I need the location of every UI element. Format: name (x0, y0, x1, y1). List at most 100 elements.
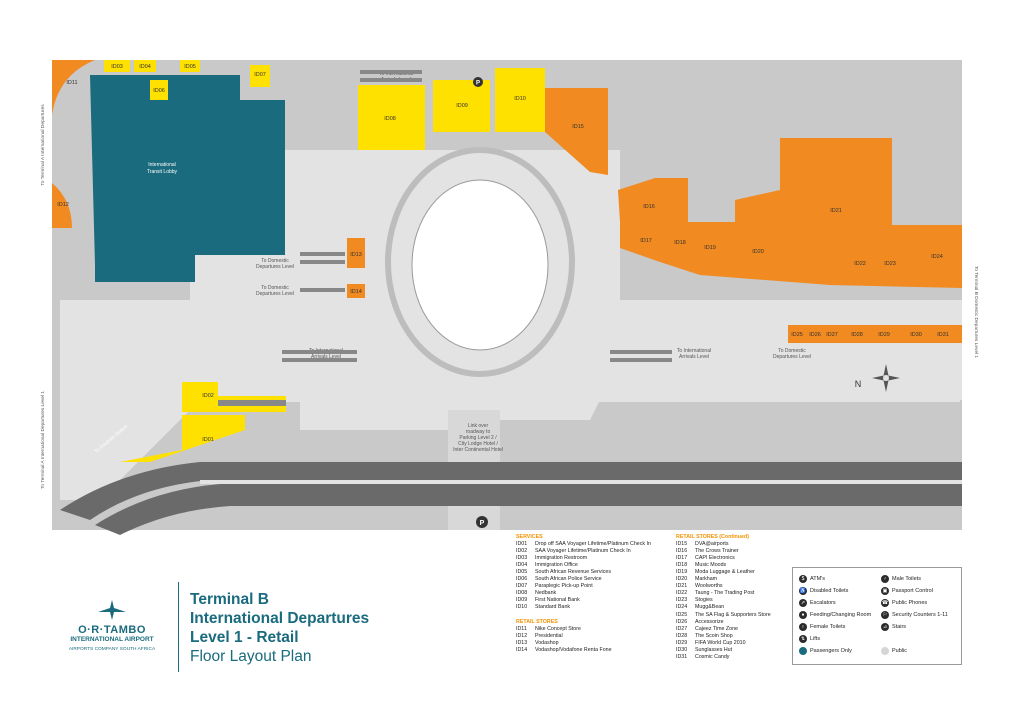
label-transit-lobby-2: Transit Lobby (147, 169, 178, 175)
label-intl-arr-right-b: Arrivals Level (679, 354, 709, 360)
label-id27: ID27 (826, 332, 838, 338)
label-dom-right-b: Departures Level (773, 354, 811, 360)
label-id16: ID16 (643, 204, 655, 210)
list-item-id: ID08 (516, 590, 528, 597)
list-item-name: The Scoin Shop (695, 632, 733, 639)
public-floor-left (60, 300, 190, 500)
list-item-name: FIFA World Cup 2010 (695, 639, 746, 646)
store-id06 (150, 80, 168, 100)
svg-text:P: P (476, 81, 480, 87)
store-id12 (52, 183, 72, 228)
label-terminal-b: To Terminal B Domestic Departures Level … (973, 266, 979, 358)
list-item-name: CAPI Electronics (695, 555, 735, 562)
logo-sub: INTERNATIONAL AIRPORT (70, 636, 154, 643)
store-row (788, 325, 962, 343)
list-item-id: ID27 (676, 625, 688, 632)
legend-lifts: ⇅Lifts (799, 635, 821, 643)
store-id16 (618, 178, 688, 222)
male-icon: ♂ (881, 575, 889, 583)
road-stripe (200, 480, 962, 484)
label-id03: ID03 (111, 64, 123, 70)
legend-disabled: ♿Disabled Toilets (799, 587, 849, 595)
transit-lobby-lower (95, 240, 195, 282)
list-item-name: DVA@airports (695, 541, 729, 548)
list-item-id: ID11 (516, 625, 527, 632)
list-item-id: ID01 (516, 541, 528, 548)
title-line-4: Floor Layout Plan (190, 648, 312, 665)
logo-company: AIRPORTS COMPANY SOUTH AFRICA (68, 647, 156, 652)
label-id05: ID05 (184, 64, 196, 70)
legend: $ATM's ♿Disabled Toilets ⇗Escalators ●Fe… (792, 567, 962, 665)
store-id07 (250, 65, 270, 87)
label-id30: ID30 (910, 332, 922, 338)
label-domestic-2b: Departures Level (256, 291, 294, 297)
label-link-1: Link over (468, 423, 489, 429)
list-item-name: Taung - The Trading Post (695, 590, 755, 597)
list-item-id: ID07 (516, 583, 528, 590)
label-id18: ID18 (674, 240, 686, 246)
list-item-name: First National Bank (535, 597, 580, 604)
list-item-id: ID02 (516, 548, 528, 555)
store-id10 (495, 68, 545, 132)
list-item-name: SAA Voyager Lifetime/Platinum Check In (535, 548, 631, 555)
label-dom-right: To Domestic (778, 348, 806, 354)
label-intl-arr-mid-b: Arrivals Level (311, 354, 341, 360)
label-id04: ID04 (139, 64, 151, 70)
escalators (218, 70, 672, 406)
list-item-id: ID03 (516, 555, 528, 562)
label-link-5: Inter Continental Hotel (453, 447, 503, 453)
list-item: ID08 Nedbank (516, 590, 651, 597)
legend-feeding: ●Feeding/Changing Room (799, 611, 871, 619)
legend-public: Public (881, 647, 907, 655)
title-block: Terminal B International Departures Leve… (190, 590, 369, 666)
store-id03 (104, 60, 130, 72)
legend-phones: ☎Public Phones (881, 599, 928, 607)
parking-icon: P (476, 516, 488, 528)
list-item-name: Nedbank (535, 590, 557, 597)
label-id29: ID29 (878, 332, 890, 338)
label-terminal-a-top: To Terminal A International Departures (40, 104, 46, 186)
title-line-3: Level 1 - Retail (190, 629, 299, 646)
list-item-name: Immigration Restroom (535, 555, 588, 562)
female-icon: ♀ (799, 623, 807, 631)
wheelchair-icon: ♿ (799, 587, 807, 595)
label-link-2: roadway to (466, 429, 491, 435)
label-id26: ID26 (809, 332, 821, 338)
phone-icon: ☎ (881, 599, 889, 607)
label-id11: ID11 (66, 80, 77, 86)
label-id21: ID21 (830, 208, 842, 214)
list-item: ID03 Immigration Restroom (516, 555, 651, 562)
passengers-only-swatch (799, 647, 807, 655)
label-domestic-1b: Departures Level (256, 264, 294, 270)
list-item-id: ID30 (676, 646, 688, 653)
list-item-name: Cosmic Candy (695, 653, 730, 660)
list-item-id: ID14 (516, 646, 528, 653)
list-item: ID02 SAA Voyager Lifetime/Platinum Check … (516, 548, 651, 555)
road-curve-2 (95, 484, 962, 535)
label-terminal-a-bottom: To Terminal A International Departures L… (40, 391, 46, 489)
label-domestic-1: To Domestic (261, 258, 289, 264)
list-item-name: Woolworths (695, 583, 723, 590)
label-id20: ID20 (752, 249, 764, 255)
list-item-id: ID05 (516, 569, 528, 576)
label-id06: ID06 (153, 88, 165, 94)
label-id22: ID22 (854, 261, 866, 267)
list-item-id: ID15 (676, 541, 688, 548)
list-item-name: Mugg&Bean (695, 604, 725, 611)
list-item-id: ID31 (676, 653, 688, 660)
label-id19: ID19 (704, 245, 716, 251)
compass-icon (870, 362, 902, 394)
